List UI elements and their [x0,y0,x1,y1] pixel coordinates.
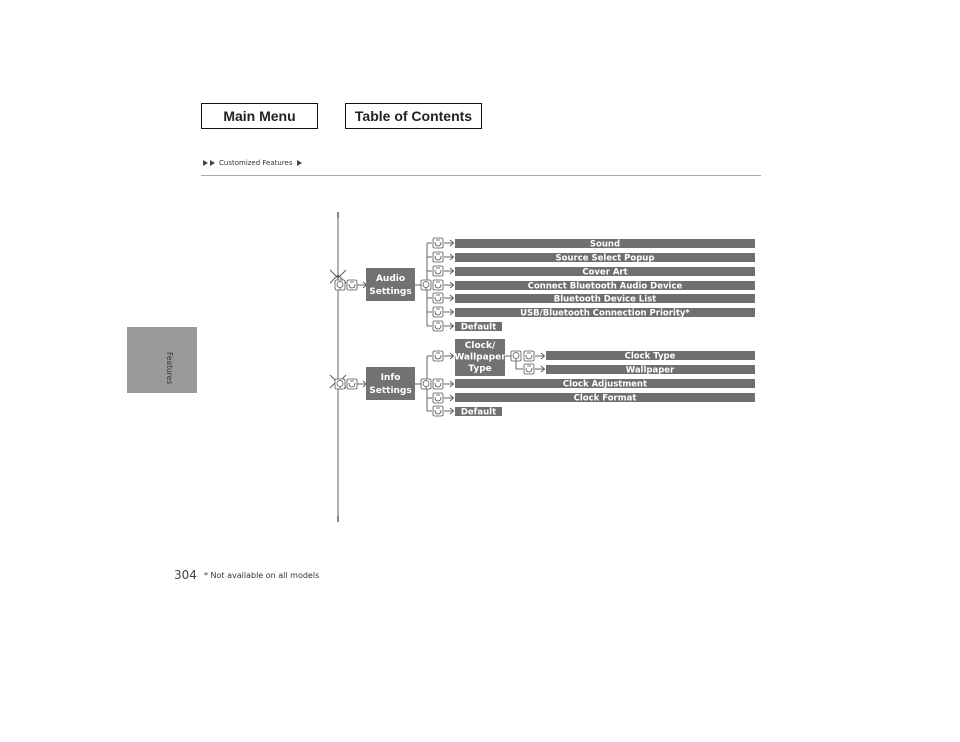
press-icon [432,237,444,249]
menu-item-label: Sound [590,240,620,250]
press-icon [346,378,358,390]
menu-item-connect-bluetooth-audio-device[interactable] [455,281,755,290]
table-of-contents-button[interactable]: Table of Contents [345,103,482,129]
press-icon [432,251,444,263]
menu-item-label: Source Select Popup [556,254,655,264]
arrow-right-icon [534,352,545,360]
clock-wallpaper-type-node[interactable] [455,339,505,376]
menu-item-label: Clock Adjustment [563,380,647,390]
menu-item-clock-format[interactable] [455,393,755,402]
menu-item-label: Clock Format [574,394,637,404]
menu-item-wallpaper[interactable] [546,365,755,374]
press-icon [432,306,444,318]
info-settings-line1: Info [381,373,401,383]
arrow-right-icon [443,294,454,302]
press-icon [432,378,444,390]
arrow-right-icon [534,365,545,373]
menu-item-bluetooth-device-list[interactable] [455,294,755,303]
breadcrumb-arrow-icon [203,160,208,166]
menu-item-audio-default[interactable] [455,322,502,331]
info-settings-line2: Settings [369,386,411,396]
page-number: 304 [174,568,197,582]
info-settings-node[interactable] [366,367,415,400]
header-rule [201,175,761,176]
press-icon [432,265,444,277]
knob-icon [334,378,346,390]
arrow-right-icon [443,380,454,388]
knob-icon [420,279,432,291]
audio-settings-node[interactable] [366,268,415,301]
arrow-right-icon [443,267,454,275]
side-tab [127,327,197,393]
menu-item-source-select-popup[interactable] [455,253,755,262]
audio-settings-line2: Settings [369,287,411,297]
menu-item-clock-type[interactable] [546,351,755,360]
arrow-right-icon [443,281,454,289]
down-arrow-icon [329,269,347,279]
clock-node-line3: Type [468,364,491,374]
clock-node-line2: Wallpaper [454,353,506,363]
press-icon [432,350,444,362]
menu-item-sound[interactable] [455,239,755,248]
press-icon [523,363,535,375]
menu-item-label: Cover Art [582,268,627,278]
arrow-right-icon [443,322,454,330]
menu-item-label: Clock Type [625,352,676,362]
knob-icon [510,350,522,362]
breadcrumb: Customized Features [203,159,302,167]
arrow-right-icon [443,394,454,402]
breadcrumb-arrow-icon [296,160,302,166]
menu-item-label: Wallpaper [626,366,675,376]
arrow-right-icon [443,407,454,415]
arrow-right-icon [356,281,367,289]
press-icon [432,279,444,291]
menu-item-label: Default [461,408,496,418]
menu-item-label: Connect Bluetooth Audio Device [528,282,683,292]
knob-icon [334,279,346,291]
menu-item-label: Default [461,323,496,333]
knob-icon [420,378,432,390]
arrow-right-icon [356,380,367,388]
audio-settings-line1: Audio [376,274,405,284]
press-icon [432,320,444,332]
menu-item-cover-art[interactable] [455,267,755,276]
menu-item-clock-adjustment[interactable] [455,379,755,388]
press-icon [346,279,358,291]
press-icon [432,392,444,404]
menu-item-info-default[interactable] [455,407,502,416]
arrow-right-icon [443,352,454,360]
main-menu-button[interactable]: Main Menu [201,103,318,129]
audio-item-rows [420,237,454,332]
arrow-right-icon [443,239,454,247]
menu-item-label: Bluetooth Device List [554,295,657,305]
arrow-right-icon [443,253,454,261]
menu-item-usb-bluetooth-connection-priority[interactable] [455,308,755,317]
footnote: * Not available on all models [204,571,320,580]
press-icon [432,292,444,304]
arrow-right-icon [443,308,454,316]
menu-item-label: USB/Bluetooth Connection Priority* [520,309,690,319]
clock-node-line1: Clock/ [465,341,496,351]
press-icon [432,405,444,417]
press-icon [523,350,535,362]
breadcrumb-arrow-icon [210,160,215,166]
breadcrumb-section[interactable]: Customized Features [219,159,293,167]
